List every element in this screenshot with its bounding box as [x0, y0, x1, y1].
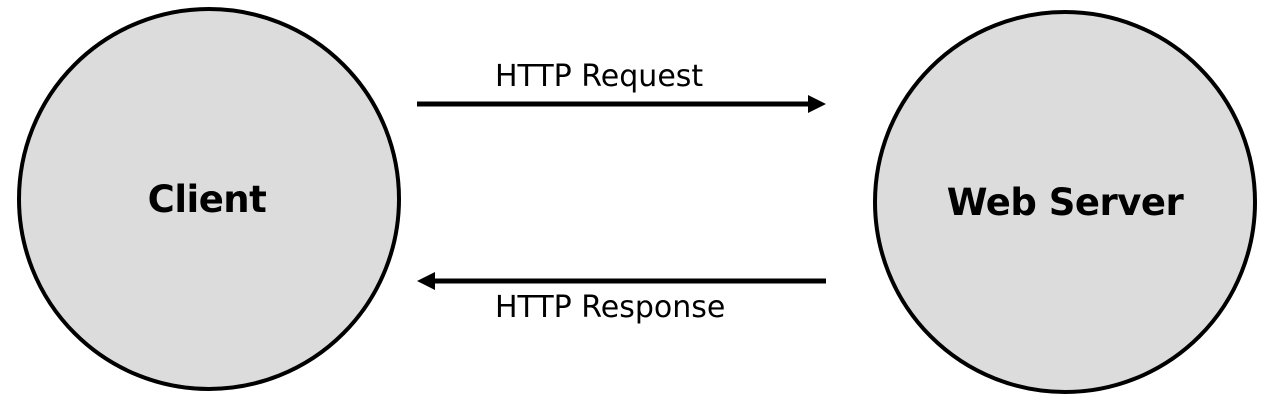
request-arrowhead-icon [808, 95, 826, 113]
client-node: Client [17, 7, 401, 391]
web-server-node: Web Server [873, 10, 1257, 394]
web-server-label: Web Server [946, 180, 1184, 224]
http-request-label: HTTP Request [495, 59, 704, 94]
http-response-label: HTTP Response [495, 290, 726, 325]
response-arrowhead-icon [417, 272, 435, 290]
response-arrow [417, 272, 826, 290]
client-label: Client [147, 177, 267, 221]
request-arrow [417, 95, 826, 113]
